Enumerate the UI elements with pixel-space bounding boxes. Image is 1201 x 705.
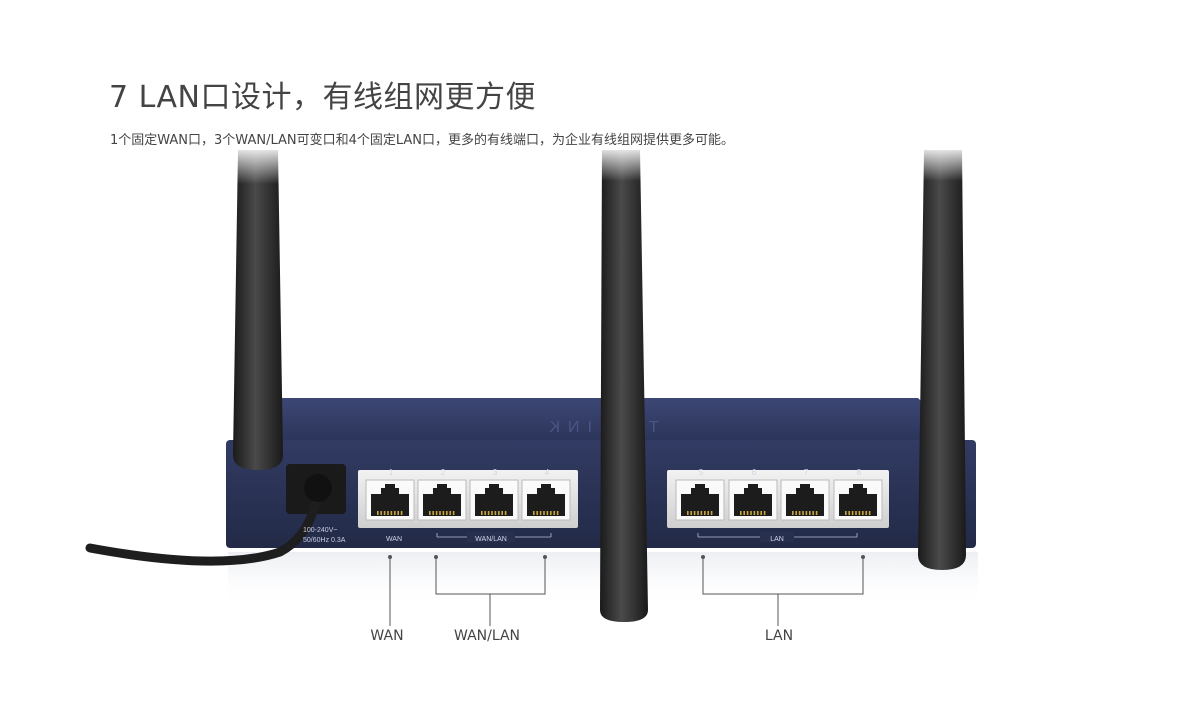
callout-lan: LAN: [764, 628, 794, 644]
page-subtitle: 1个固定WAN口，3个WAN/LAN可变口和4个固定LAN口，更多的有线端口，为…: [110, 133, 735, 148]
ethernet-port-1: [365, 479, 415, 521]
ethernet-port-5: [675, 479, 725, 521]
power-rating-line1: 100-240V~: [303, 527, 337, 534]
callout-wan-lan: WAN/LAN: [453, 628, 521, 644]
port-number-1: 1: [389, 468, 394, 477]
page-title: 7 LAN口设计，有线组网更方便: [109, 80, 536, 115]
ethernet-port-4: [521, 479, 571, 521]
router-label-wan-lan: WAN/LAN: [475, 536, 507, 543]
antenna-middle: [600, 150, 648, 622]
ethernet-port-8: [833, 479, 883, 521]
power-cable: [85, 485, 323, 566]
ethernet-port-7: [780, 479, 830, 521]
ethernet-port-6: [728, 479, 778, 521]
callout-lines: [389, 558, 864, 626]
port-number-8: 8: [857, 468, 862, 477]
port-number-7: 7: [804, 468, 809, 477]
port-number-5: 5: [699, 468, 704, 477]
ethernet-port-3: [469, 479, 519, 521]
power-rating-line2: 50/60Hz 0.3A: [303, 537, 346, 544]
port-number-6: 6: [752, 468, 757, 477]
port-number-2: 2: [441, 468, 446, 477]
ethernet-port-2: [417, 479, 467, 521]
router-label-lan: LAN: [770, 536, 784, 543]
callout-wan: WAN: [370, 628, 404, 644]
port-number-4: 4: [545, 468, 550, 477]
router-label-wan: WAN: [386, 536, 402, 543]
port-number-3: 3: [493, 468, 498, 477]
